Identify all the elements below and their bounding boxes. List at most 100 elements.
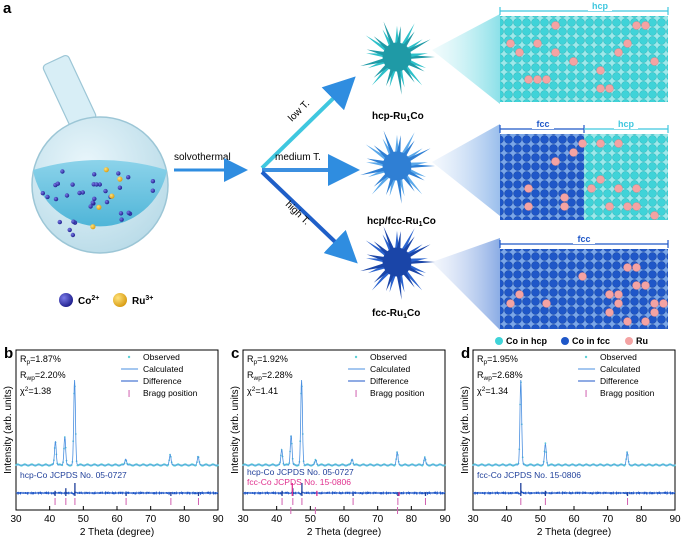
urchin-spike <box>360 167 385 176</box>
urchin-spike <box>371 270 390 291</box>
x-tick-label: 60 <box>338 514 350 525</box>
x-tick-label: 40 <box>501 514 513 525</box>
urchin-spike <box>407 39 431 53</box>
co-ion <box>116 171 121 176</box>
urchin-spike <box>396 26 401 45</box>
solvothermal-label: solvothermal <box>174 152 231 163</box>
co-ion <box>70 182 75 187</box>
ru-atom <box>623 263 632 272</box>
co-ion <box>104 199 110 205</box>
urchin-spike <box>408 264 427 273</box>
panel-a: a Co2+ Ru3+ solvothermal low T. medium T… <box>3 0 669 346</box>
co-ion <box>92 196 97 201</box>
legend-calculated: Calculated <box>600 364 640 374</box>
legend-bragg: Bragg position <box>370 388 425 398</box>
x-tick-label: 40 <box>44 514 56 525</box>
high-temp-arrow <box>260 170 358 264</box>
ru-atom <box>542 299 551 308</box>
urchin-spike <box>408 59 427 68</box>
ru-atom <box>650 299 659 308</box>
x-tick-label: 60 <box>111 514 123 525</box>
ru-ion <box>109 193 115 199</box>
urchin-spike <box>407 266 425 277</box>
ru-atom <box>641 281 650 290</box>
ru-atom <box>506 39 515 48</box>
legend-observed: Observed <box>143 352 180 362</box>
co-ion-icon <box>59 293 73 307</box>
ru-atom <box>569 148 578 157</box>
co-ion <box>126 210 131 215</box>
lattice-top-grid <box>500 16 668 102</box>
co-ion <box>71 219 76 224</box>
urchin-spike <box>409 53 428 58</box>
lattice-fcc: fcc <box>499 234 669 329</box>
calculated-line <box>16 379 218 466</box>
fit-statistic: χ2=1.38 <box>20 386 51 396</box>
x-tick-label: 40 <box>271 514 283 525</box>
product-mid-sub: 1 <box>419 221 423 228</box>
ru-atom <box>650 211 659 220</box>
x-tick-label: 80 <box>636 514 648 525</box>
urchin-spike <box>404 174 423 195</box>
product-mid-label: hcp/fcc-Ru <box>367 216 419 227</box>
urchin-spike <box>407 170 425 181</box>
legend-difference: Difference <box>370 376 409 386</box>
legend-difference: Difference <box>143 376 182 386</box>
urchin-spike <box>403 31 415 48</box>
x-tick-label: 70 <box>602 514 614 525</box>
ru-atom <box>623 317 632 326</box>
ru-atom <box>650 308 659 317</box>
ru-atom <box>596 175 605 184</box>
x-axis-label: 2 Theta (degree) <box>307 527 381 538</box>
urchin-spike <box>409 162 428 167</box>
ru-atom <box>605 84 614 93</box>
urchin-spike <box>396 69 402 95</box>
ru-atom <box>614 299 623 308</box>
product-bot-sub: 1 <box>403 313 407 320</box>
fit-statistic: χ2=1.41 <box>247 386 278 396</box>
legend-ru: Ru <box>636 336 648 346</box>
co-ion <box>67 227 72 233</box>
zoom-beam-bot <box>432 238 500 330</box>
co-ion <box>103 188 108 194</box>
ru-atom <box>506 299 515 308</box>
co-ion <box>53 196 59 202</box>
co-ion <box>70 232 76 238</box>
x-tick-label: 70 <box>145 514 157 525</box>
ru-atom <box>569 57 578 66</box>
urchin-spike <box>366 162 385 167</box>
urchin-spike <box>403 236 415 253</box>
legend-difference: Difference <box>600 376 639 386</box>
y-axis-label: Intensity (arb. units) <box>230 386 241 474</box>
urchin-spike <box>403 66 415 83</box>
svg-text:hcp/fcc-Ru1Co: hcp/fcc-Ru1Co <box>367 216 436 228</box>
fit-statistic: Rp=1.87% <box>20 354 61 366</box>
co-ion <box>55 181 60 186</box>
lattice-mid-left-label: fcc <box>536 119 549 129</box>
lattice-mid-fcc-grid <box>500 134 584 220</box>
ru-atom <box>596 139 605 148</box>
legend-observed-marker <box>584 355 588 359</box>
medium-temp-label: medium T. <box>275 152 321 163</box>
co-ion <box>77 190 82 196</box>
difference-line <box>472 490 676 496</box>
ru-atom <box>641 21 650 30</box>
co-ion <box>80 190 86 195</box>
x-tick-label: 70 <box>372 514 384 525</box>
urchin-spike <box>366 254 385 261</box>
legend-calculated: Calculated <box>143 364 183 374</box>
fit-statistic: Rp=1.95% <box>477 354 518 366</box>
ru-atom <box>524 202 533 211</box>
x-tick-label: 80 <box>406 514 418 525</box>
legend-observed-marker <box>354 355 358 359</box>
panel-label: d <box>461 345 470 362</box>
ru-atom <box>632 281 641 290</box>
svg-text:fcc-Ru1Co: fcc-Ru1Co <box>372 308 420 320</box>
urchin-spike <box>401 228 415 252</box>
ru-atom <box>551 157 560 166</box>
urchin-spike <box>373 269 389 283</box>
reference-label: hcp-Co JCPDS No. 05-0727 <box>20 470 127 480</box>
lattice-legend: Co in hcp Co in fcc Ru <box>495 336 648 346</box>
legend-calculated: Calculated <box>370 364 410 374</box>
